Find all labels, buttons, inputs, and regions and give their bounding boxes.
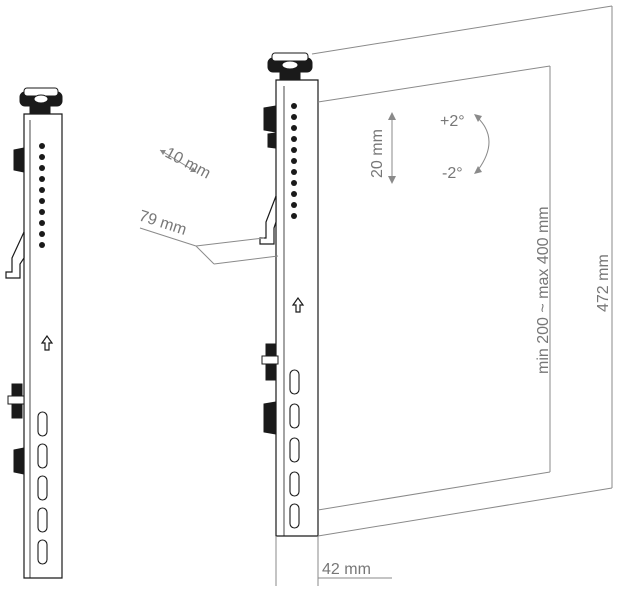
width-label: 42 mm xyxy=(322,561,371,578)
offset-79-label: 79 mm xyxy=(137,208,189,239)
left-slots xyxy=(37,411,48,565)
left-upper-clamp xyxy=(13,147,25,173)
left-rail xyxy=(23,113,63,579)
left-knob xyxy=(19,87,63,117)
step-20-label: 20 mm xyxy=(369,129,386,178)
tilt-minus-label: -2° xyxy=(442,165,463,182)
dimension-lines xyxy=(139,5,613,586)
right-bottom-clamp xyxy=(263,401,277,435)
range-label: min 200 ~ max 400 mm xyxy=(535,206,552,374)
depth-10-label: 10 mm xyxy=(162,145,213,183)
right-holes xyxy=(291,103,297,219)
right-bracket xyxy=(259,52,319,537)
left-bracket xyxy=(5,87,63,579)
right-hook xyxy=(259,195,277,245)
tilt-plus-label: +2° xyxy=(440,113,465,130)
height-label: 472 mm xyxy=(595,254,612,312)
right-knob xyxy=(267,52,313,83)
left-up-arrow-icon xyxy=(40,334,54,351)
left-holes xyxy=(39,143,45,248)
right-slots xyxy=(289,369,300,529)
right-upper-clamp xyxy=(263,105,277,133)
left-hook xyxy=(5,231,25,279)
right-up-arrow-icon xyxy=(291,296,305,313)
left-bottom-clamp xyxy=(13,447,25,475)
